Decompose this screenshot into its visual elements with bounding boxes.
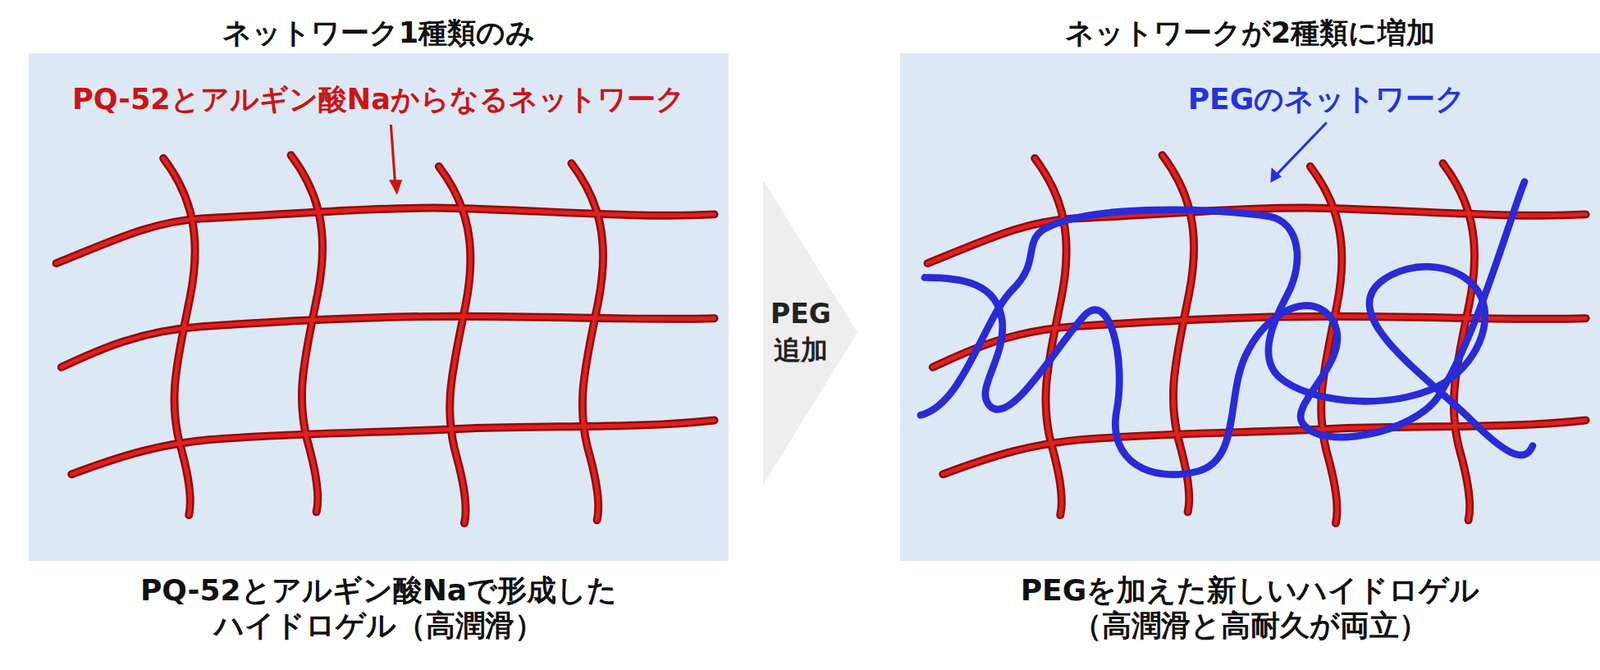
network-label: PEGのネットワーク bbox=[1188, 81, 1467, 118]
network-label: PQ-52とアルギン酸Naからなるネットワーク bbox=[28, 81, 729, 118]
panel-caption: PQ-52とアルギン酸Naで形成した ハイドロゲル（高潤滑） bbox=[45, 572, 713, 644]
process-arrow bbox=[763, 179, 858, 485]
panel-title: ネットワークが2種類に増加 bbox=[900, 14, 1600, 51]
panel-caption: PEGを加えた新しいハイドロゲル （高潤滑と高耐久が両立） bbox=[916, 572, 1584, 644]
leader-arrow bbox=[1277, 123, 1327, 174]
arrow-head bbox=[388, 179, 403, 196]
panel-title: ネットワーク1種類のみ bbox=[28, 14, 729, 51]
arrow-label: PEG 追加 bbox=[761, 296, 841, 369]
red-network-illustration bbox=[28, 53, 729, 562]
leader-arrow bbox=[390, 124, 395, 183]
double-network-illustration bbox=[900, 53, 1600, 562]
peg-network bbox=[920, 182, 1533, 476]
hydrogel-panel: ネットワーク1種類のみPQ-52とアルギン酸NaからなるネットワークPQ-52と… bbox=[28, 53, 729, 562]
arrow-head bbox=[1270, 167, 1282, 183]
hydrogel-panel: ネットワークが2種類に増加PEGのネットワークPEGを加えた新しいハイドロゲル … bbox=[900, 53, 1600, 562]
